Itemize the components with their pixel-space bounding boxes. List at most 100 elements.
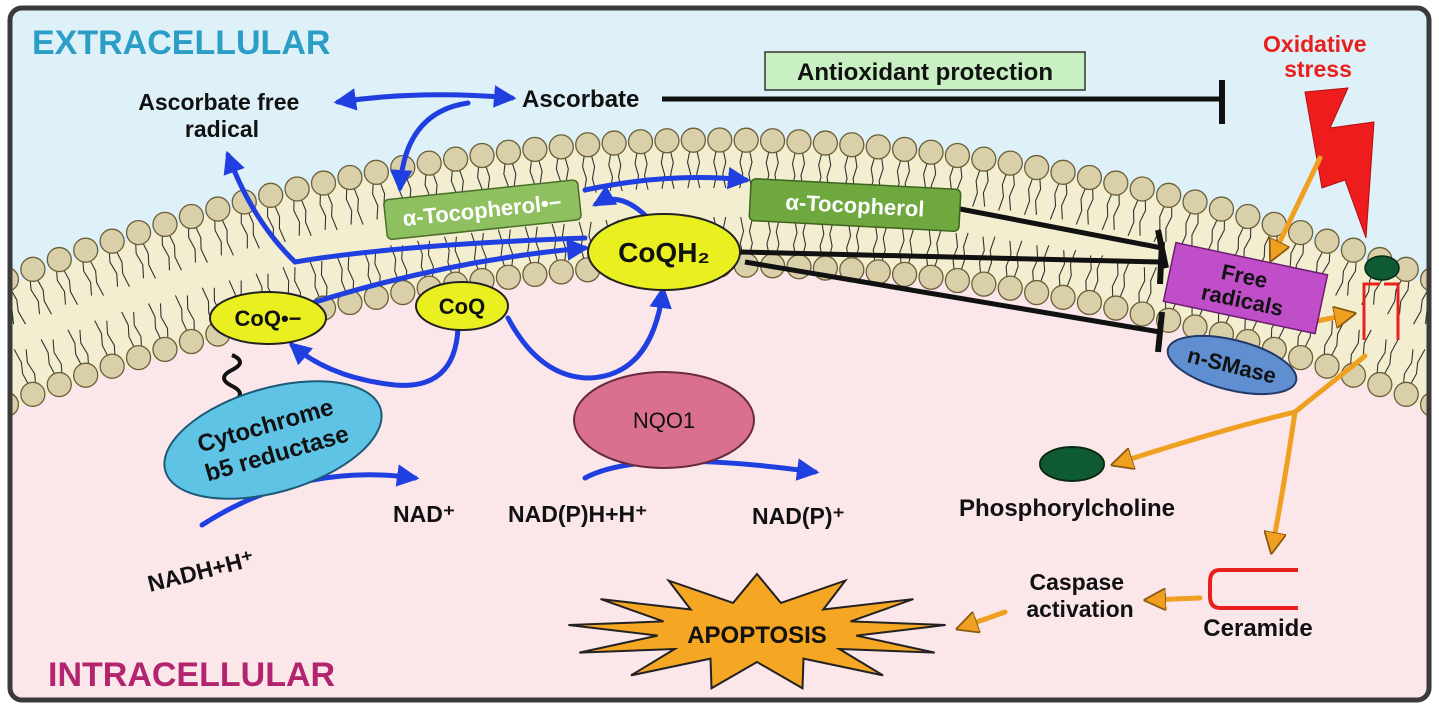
arrow-to-phosphorylcholine: [1115, 353, 1368, 464]
lipid-tail: [25, 349, 37, 387]
lipid-tail: [1376, 339, 1387, 378]
lipid-head: [416, 150, 442, 176]
lipid-head: [548, 134, 574, 160]
lipid-tail: [40, 339, 57, 378]
lipid-head: [469, 142, 495, 169]
coqh2-inhibits-free-radicals: [739, 249, 1161, 265]
lipid-tail: [1065, 249, 1077, 290]
lipid-tail: [534, 226, 541, 267]
lipid-tail: [508, 229, 514, 270]
lipid-tail: [352, 185, 364, 225]
lipid-tail: [952, 232, 959, 273]
lipid-head: [1155, 182, 1182, 208]
lipid-head: [1208, 196, 1235, 222]
lipid-tail: [79, 329, 90, 368]
lipid-head: [1023, 154, 1050, 181]
lipid-tail: [220, 216, 234, 256]
lipid-tail: [1118, 260, 1130, 301]
lipid-tail: [1408, 349, 1426, 388]
lipid-head: [363, 159, 390, 185]
lipid-head: [627, 129, 654, 155]
lipid-tail: [1205, 216, 1219, 256]
lipid-tail: [108, 248, 119, 287]
lipid-tail: [320, 261, 328, 301]
apoptosis-label: APOPTOSIS: [687, 622, 827, 649]
lipid-head: [1129, 176, 1155, 202]
membrane-core: [10, 140, 1429, 415]
lipid-tail: [1039, 245, 1050, 285]
lipid-tail: [1138, 267, 1146, 307]
arrow-coqh2-loop-to-radical: [592, 185, 651, 221]
lipid-head: [152, 211, 178, 238]
lipid-head: [548, 259, 574, 285]
lipid-tail: [106, 320, 116, 359]
lipid-head: [46, 246, 72, 273]
coq-label: CoQ: [439, 294, 485, 319]
lipid-head: [707, 127, 733, 153]
lipid-tail: [1113, 190, 1120, 230]
lipid-tail: [1049, 180, 1061, 220]
lipid-tail: [1217, 216, 1225, 256]
lipid-tail: [240, 209, 248, 249]
phosphorylcholine-label: Phosphorylcholine: [959, 495, 1175, 522]
lipid-tail: [214, 216, 222, 256]
lipid-head: [522, 136, 548, 163]
lipid-head: [1076, 289, 1103, 316]
lipid-tail: [581, 152, 587, 193]
lipid-tail: [481, 232, 488, 273]
lipid-head: [495, 264, 522, 290]
lipid-tail: [1139, 196, 1147, 236]
lipid-tail: [1387, 276, 1404, 315]
lipid-tail: [1075, 185, 1087, 225]
lipid-tail: [1349, 329, 1360, 368]
lipid-tail: [336, 255, 348, 295]
antioxidant-protection-box: [764, 51, 1086, 91]
intracellular-label: INTRACELLULAR: [48, 656, 335, 694]
lipid-head: [786, 254, 812, 280]
nqo1-label: NQO1: [633, 408, 695, 433]
coq-ellipse: [415, 281, 509, 331]
lipid-head: [733, 127, 759, 153]
lipid-tail: [1398, 276, 1410, 315]
lipid-tail: [1101, 190, 1114, 231]
nad-plus-label: NAD⁺: [393, 501, 455, 527]
nadp-plus-label: NAD(P)⁺: [752, 503, 845, 529]
ascorbate-free-radical-label: Ascorbate free radical: [138, 89, 305, 142]
lipid-tail: [907, 226, 915, 267]
arrow-coq-to-coqh2: [505, 285, 672, 381]
lipid-tail: [299, 196, 312, 236]
coq-radical-ellipse: [209, 291, 327, 345]
lipid-tail: [61, 266, 79, 305]
lipid-head: [654, 128, 680, 154]
nadph-label: NAD(P)H+H⁺: [508, 501, 647, 527]
lipid-head: [1023, 279, 1050, 306]
blue-arrows: [199, 85, 820, 528]
lipid-head: [1314, 353, 1340, 379]
lipid-head: [205, 196, 231, 222]
lipid-tail: [497, 229, 506, 270]
lipid-tail: [345, 185, 353, 225]
lipid-tail: [972, 166, 982, 207]
tocopherol-radical-box: α-Tocopherol•−: [383, 179, 582, 241]
lipid-tail: [713, 147, 718, 189]
lipid-tail: [161, 232, 171, 271]
nqo1-ellipse: [573, 371, 755, 469]
lipid-tail: [148, 303, 163, 342]
lipid-tail: [372, 180, 379, 220]
phosphorylcholine-icon: [1039, 446, 1105, 482]
lipid-head: [1050, 159, 1076, 185]
lipid-head: [1393, 381, 1419, 407]
lipid-head: [46, 371, 72, 398]
lipid-head: [865, 134, 891, 160]
lipid-head: [284, 176, 310, 202]
lipid-head: [918, 139, 944, 165]
coqh2-inhibits-nsmase: [744, 259, 1161, 335]
ceramide-icon: [1208, 568, 1298, 610]
lipid-head: [680, 127, 706, 153]
lipid-tail: [10, 286, 15, 325]
lipid-tail: [933, 229, 942, 270]
intracellular-region: [10, 265, 1429, 700]
lipid-head: [125, 219, 152, 246]
lipid-tail: [319, 190, 327, 230]
